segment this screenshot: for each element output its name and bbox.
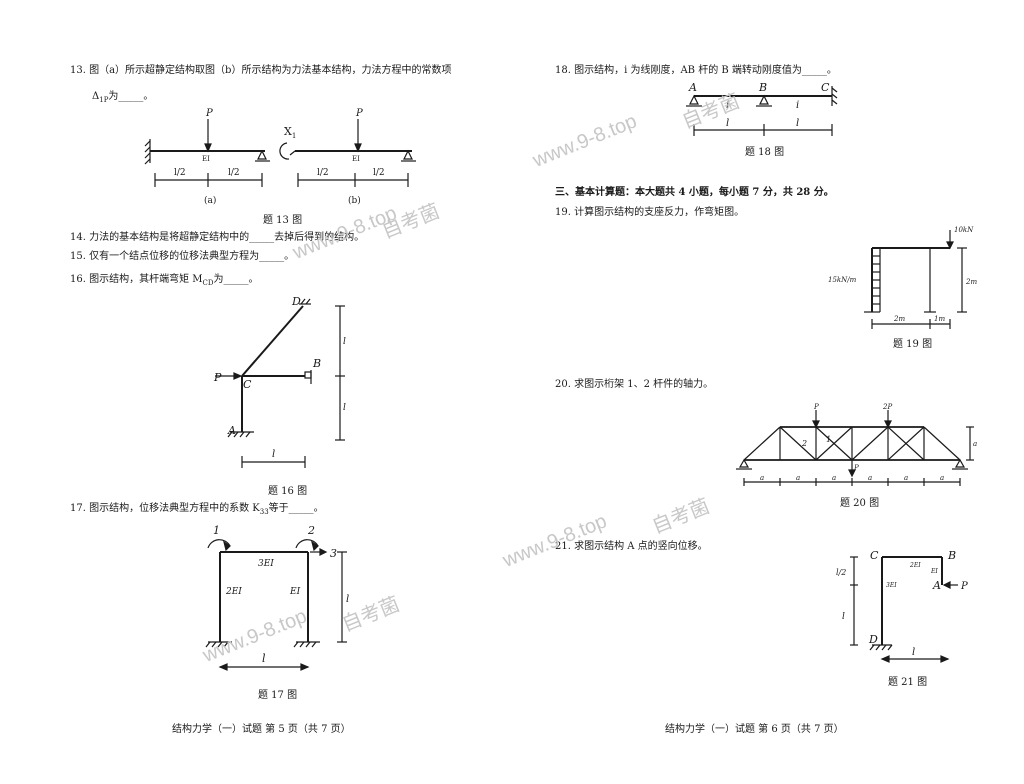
q17-caption: 题 17 图 [258,690,298,701]
q16-dim-2: l [343,403,346,413]
q18-label-c: C [821,81,830,94]
q16-label-a: A [227,424,236,437]
section-3-heading: 三、基本计算题：本大题共 4 小题，每小题 7 分，共 28 分。 [555,187,834,198]
q17-label-1: 1 [213,524,220,537]
q18-text: 18. 图示结构，i 为线刚度，AB 杆的 B 端转动刚度值为_____。 [555,65,837,76]
q13-label-a: (a) [204,195,216,206]
q19-width-2: 1m [934,315,945,323]
q17-dim-w: l [262,652,266,665]
q13-ei-b: EI [352,155,360,163]
q20-dim-a6: a [940,474,944,482]
q14-text: 14. 力法的基本结构是将超静定结构中的_____去掉后得到的结构。 [70,232,365,243]
q19-point-load: 10kN [954,226,974,234]
q20-load-2p: 2P [882,403,892,411]
q21-ei-right: EI [930,568,938,575]
q20-figure: P 2P P 1 2 a a a a a a a [736,403,977,486]
q21-dim-w: l [912,647,915,658]
q13-caption: 题 13 图 [263,215,303,226]
right-page-footer: 结构力学（一）试题 第 6 页（共 7 页） [665,724,844,735]
q17-ei-right: EI [289,587,301,597]
left-page-footer: 结构力学（一）试题 第 5 页（共 7 页） [172,724,351,735]
q17-text: 17. 图示结构，位移法典型方程中的系数 K33等于_____。 [70,503,324,516]
q20-dim-a1: a [760,474,764,482]
q21-label-b: B [947,549,956,562]
watermark-url: www.9-8.top [529,110,640,172]
q21-caption: 题 21 图 [888,677,928,688]
q16-caption: 题 16 图 [268,486,308,497]
q16-label-p: P [213,371,222,384]
q18-dim-2: l [796,118,799,129]
q13-text-line2: Δ1P为_____。 [92,91,154,104]
q13-load-a: P [205,108,213,119]
q21-ei-left: 3EI [886,582,897,589]
q13-load-b: P [355,108,363,119]
q18-label-a: A [688,81,697,94]
q13-x1: X1 [284,125,296,140]
q19-caption: 题 19 图 [893,339,933,350]
q21-dim-half: l/2 [836,568,846,577]
q18-dim-1: l [726,118,729,129]
q21-label-d: D [868,633,878,646]
q18-i-bc: i [796,100,799,111]
q18-caption: 题 18 图 [745,147,785,158]
q13-half2-a: l/2 [228,168,240,178]
q13-ei-a: EI [202,155,210,163]
q16-figure: D B C A P l l l [213,295,346,468]
q19-figure: 10kN 15kN/m 2m 2m 1m [828,226,977,329]
q19-width-1: 2m [893,315,905,323]
q17-label-2: 2 [307,524,315,537]
q21-label-a: A [932,579,941,592]
q21-ei-top: 2EI [909,562,921,569]
q21-dim-h: l [842,612,845,622]
q15-text: 15. 仅有一个结点位移的位移法典型方程为_____。 [70,251,295,262]
q21-load-p: P [960,581,968,592]
q17-label-3: 3 [330,547,337,560]
q20-dim-a5: a [904,474,908,482]
q20-dim-a4: a [868,474,872,482]
q16-label-d: D [291,295,301,308]
q20-caption: 题 20 图 [840,498,880,509]
q18-i-ab: i [726,100,729,111]
q16-label-c: C [243,378,252,391]
q16-dim-1: l [343,337,346,347]
q21-figure: C B A D P 2EI EI 3EI l/2 l l [836,549,968,663]
q20-dim-a2: a [796,474,800,482]
q19-text: 19. 计算图示结构的支座反力，作弯矩图。 [555,207,745,218]
watermark-text-2: 自考菌 [649,495,713,539]
q17-dim-h: l [346,594,349,605]
q21-text: 21. 求图示结构 A 点的竖向位移。 [555,541,708,552]
q20-text: 20. 求图示桁架 1、2 杆件的轴力。 [555,379,714,390]
q18-label-b: B [758,81,767,94]
q20-load-p-bottom: P [853,464,859,472]
q18-figure: A B C i i l l [686,81,838,136]
q17-figure: 1 2 3 3EI 2EI EI l l [205,524,349,671]
q20-dim-height: a [973,440,977,448]
q13-figure: P EI l/2 l/2 (a) P EI l/2 l/2 X1 (b) [144,108,416,206]
q19-dist-load: 15kN/m [828,276,857,284]
q16-dim-3: l [272,449,275,460]
q17-ei-top: 3EI [258,559,274,569]
q16-text: 16. 图示结构，其杆端弯矩 MCD为_____。 [70,274,259,287]
q19-height: 2m [965,278,977,286]
q13-text: 13. 图（a）所示超静定结构取图（b）所示结构为力法基本结构，力法方程中的常数… [70,65,452,76]
q16-label-b: B [312,357,321,370]
q20-dim-a3: a [832,474,836,482]
q13-label-b: (b) [348,195,361,206]
q20-bar-1: 1 [826,435,831,444]
q13-half1-a: l/2 [174,168,186,178]
q13-half1-b: l/2 [317,168,329,178]
q20-bar-2: 2 [801,439,807,448]
q20-load-p: P [813,403,819,411]
q17-ei-left: 2EI [225,587,242,597]
q13-half2-b: l/2 [373,168,385,178]
q21-label-c: C [870,549,879,562]
